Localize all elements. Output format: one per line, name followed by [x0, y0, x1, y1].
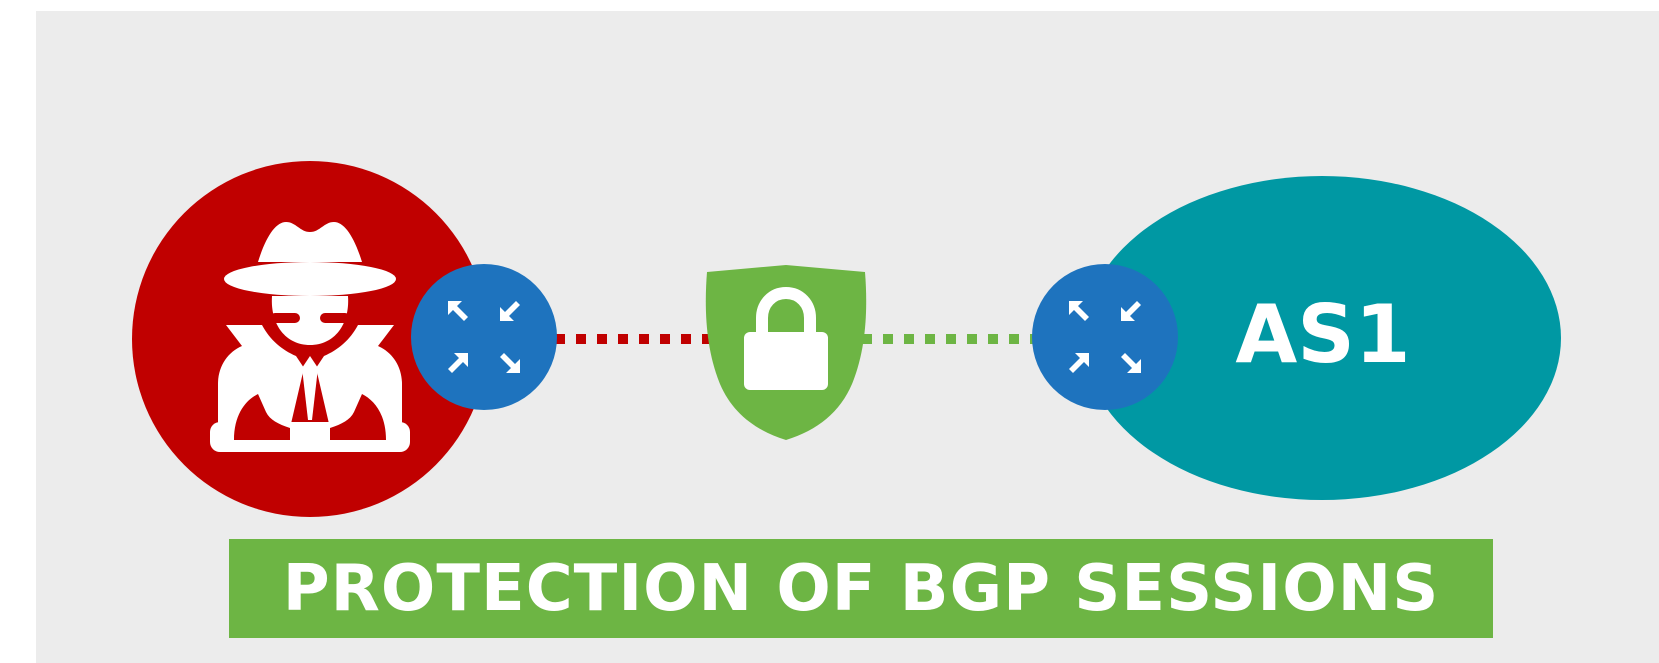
- autonomous-system: [1083, 176, 1561, 500]
- shield-lock-icon: [705, 265, 867, 440]
- as-label: AS1: [1235, 288, 1410, 381]
- title-banner: PROTECTION OF BGP SESSIONS: [229, 539, 1493, 638]
- hacker-spy-icon: [210, 222, 410, 452]
- banner-title: PROTECTION OF BGP SESSIONS: [282, 551, 1440, 626]
- as-router: [1032, 264, 1178, 410]
- attacker-router: [411, 264, 557, 410]
